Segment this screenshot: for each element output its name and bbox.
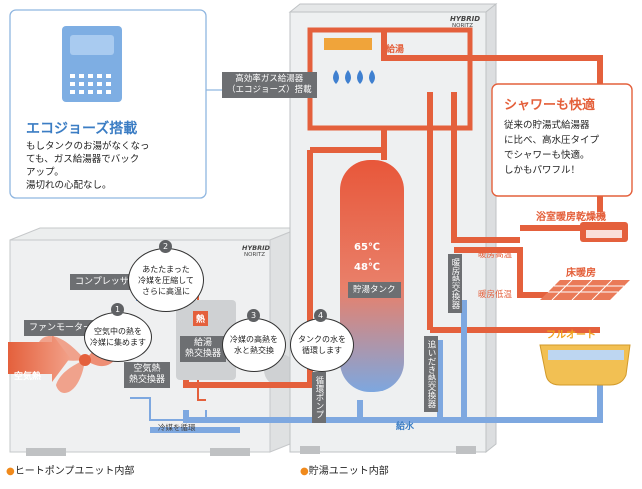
bath-dryer-label: 浴室暖房乾燥機 — [536, 212, 606, 223]
shower-title: シャワーも快適 — [504, 98, 596, 113]
floor-heating-icon — [540, 279, 630, 301]
tank-temp-dot: ・ — [366, 255, 374, 264]
gas-heater-icon — [62, 26, 122, 102]
tank-temp-high: 65℃ — [354, 242, 381, 253]
tank-footer: ●貯湯ユニット内部 — [300, 462, 389, 477]
tank-label: 貯湯タンク — [348, 282, 401, 298]
tank-footer-label: 貯湯ユニット内部 — [308, 466, 389, 477]
gas-heater-display — [324, 38, 372, 50]
shower-line: に比べ、高水圧タイプ — [504, 135, 600, 146]
tank-brand-top: HYBRID — [450, 15, 481, 23]
gas-heater-label-line: 高効率ガス給湯器 — [235, 74, 304, 84]
water-supply-label: 給水 — [396, 422, 415, 432]
gas-heater-label: 高効率ガス給湯器 （エコジョーズ）搭載 — [222, 72, 317, 98]
step-4-number: 4 — [314, 309, 327, 322]
heating-high-label: 暖房高温 — [478, 250, 513, 260]
step-2-number: 2 — [159, 240, 172, 253]
eco-line: ても、ガス給湯器でバック — [26, 154, 140, 165]
heating-heat-exchanger-label: 暖房熱交換器 — [448, 254, 462, 313]
supply-label: 給湯 — [386, 45, 405, 55]
shower-description: 従来の貯湯式給湯器 に比べ、高水圧タイプ でシャワーも快適。 しかもパワフル！ — [504, 118, 599, 178]
step-4-note: タンクの水を 循環します — [290, 318, 354, 372]
storage-tank — [340, 160, 404, 392]
shower-box-frame — [491, 83, 633, 197]
heating-low-label: 暖房低温 — [478, 290, 513, 300]
step-2-note: あたたまった 冷媒を圧縮して さらに高温に — [128, 248, 204, 312]
circulation-pump-label: 循環ポンプ — [312, 372, 326, 423]
tank-footer-dot: ● — [300, 466, 309, 477]
shower-line: でシャワーも快適。 — [504, 150, 590, 161]
reheat-heat-exchanger-label: 追いだき熱交換器 — [424, 336, 438, 412]
step-1-number: 1 — [111, 303, 124, 316]
eco-title: エコジョーズ搭載 — [26, 121, 138, 137]
hp-footer: ●ヒートポンプユニット内部 — [6, 462, 134, 477]
gas-heater-label-line: （エコジョーズ）搭載 — [227, 85, 312, 95]
air-heat-exchanger-label: 空気熱 熱交換器 — [124, 362, 171, 388]
supply-heat-exchanger-label: 給湯 熱交換器 — [180, 336, 227, 362]
air-heat-label: 空気熱 — [14, 372, 42, 382]
flame-icons — [333, 70, 375, 84]
air-hx-line: 熱交換器 — [129, 375, 166, 385]
heat-tag: 熱 — [193, 311, 209, 326]
air-hx-line: 空気熱 — [133, 364, 161, 374]
fan-motor-label: ファンモーター — [24, 320, 98, 336]
shower-line: 従来の貯湯式給湯器 — [504, 120, 590, 131]
hp-footer-label: ヒートポンプユニット内部 — [14, 466, 135, 477]
air-heat-arrow — [8, 334, 70, 382]
eco-description: もしタンクのお湯がなくなっ ても、ガス給湯器でバック アップ。 湯切れの心配なし… — [26, 140, 150, 192]
step-3-note: 冷媒の高熱を 水と熱交換 — [222, 318, 286, 372]
tank-brand-sub: NORITZ — [452, 23, 474, 29]
supply-hx-line: 熱交換器 — [185, 349, 222, 359]
tank-temp-low: 48℃ — [354, 262, 381, 273]
hp-brand-top: HYBRID — [242, 244, 270, 252]
floor-heating-label: 床暖房 — [566, 268, 596, 279]
bath-dryer-icon — [580, 222, 628, 242]
refrigerant-cycle-label: 冷媒を循環 — [158, 423, 196, 432]
step-1-note: 空気中の熱を 冷媒に集めます — [84, 312, 152, 362]
bathtub-icon — [539, 344, 631, 386]
eco-line: もしタンクのお湯がなくなっ — [26, 141, 150, 152]
step-3-number: 3 — [247, 309, 260, 322]
shower-line: しかもパワフル！ — [504, 165, 581, 176]
hp-brand-sub: NORITZ — [244, 252, 266, 258]
eco-box-frame — [9, 9, 207, 199]
compressor-label: コンプレッサー — [70, 274, 143, 290]
eco-line: 湯切れの心配なし。 — [26, 180, 112, 191]
full-auto-label: フルオート — [546, 330, 596, 341]
hp-footer-dot: ● — [6, 466, 15, 477]
eco-line: アップ。 — [26, 167, 64, 178]
supply-hx-line: 給湯 — [194, 338, 213, 348]
